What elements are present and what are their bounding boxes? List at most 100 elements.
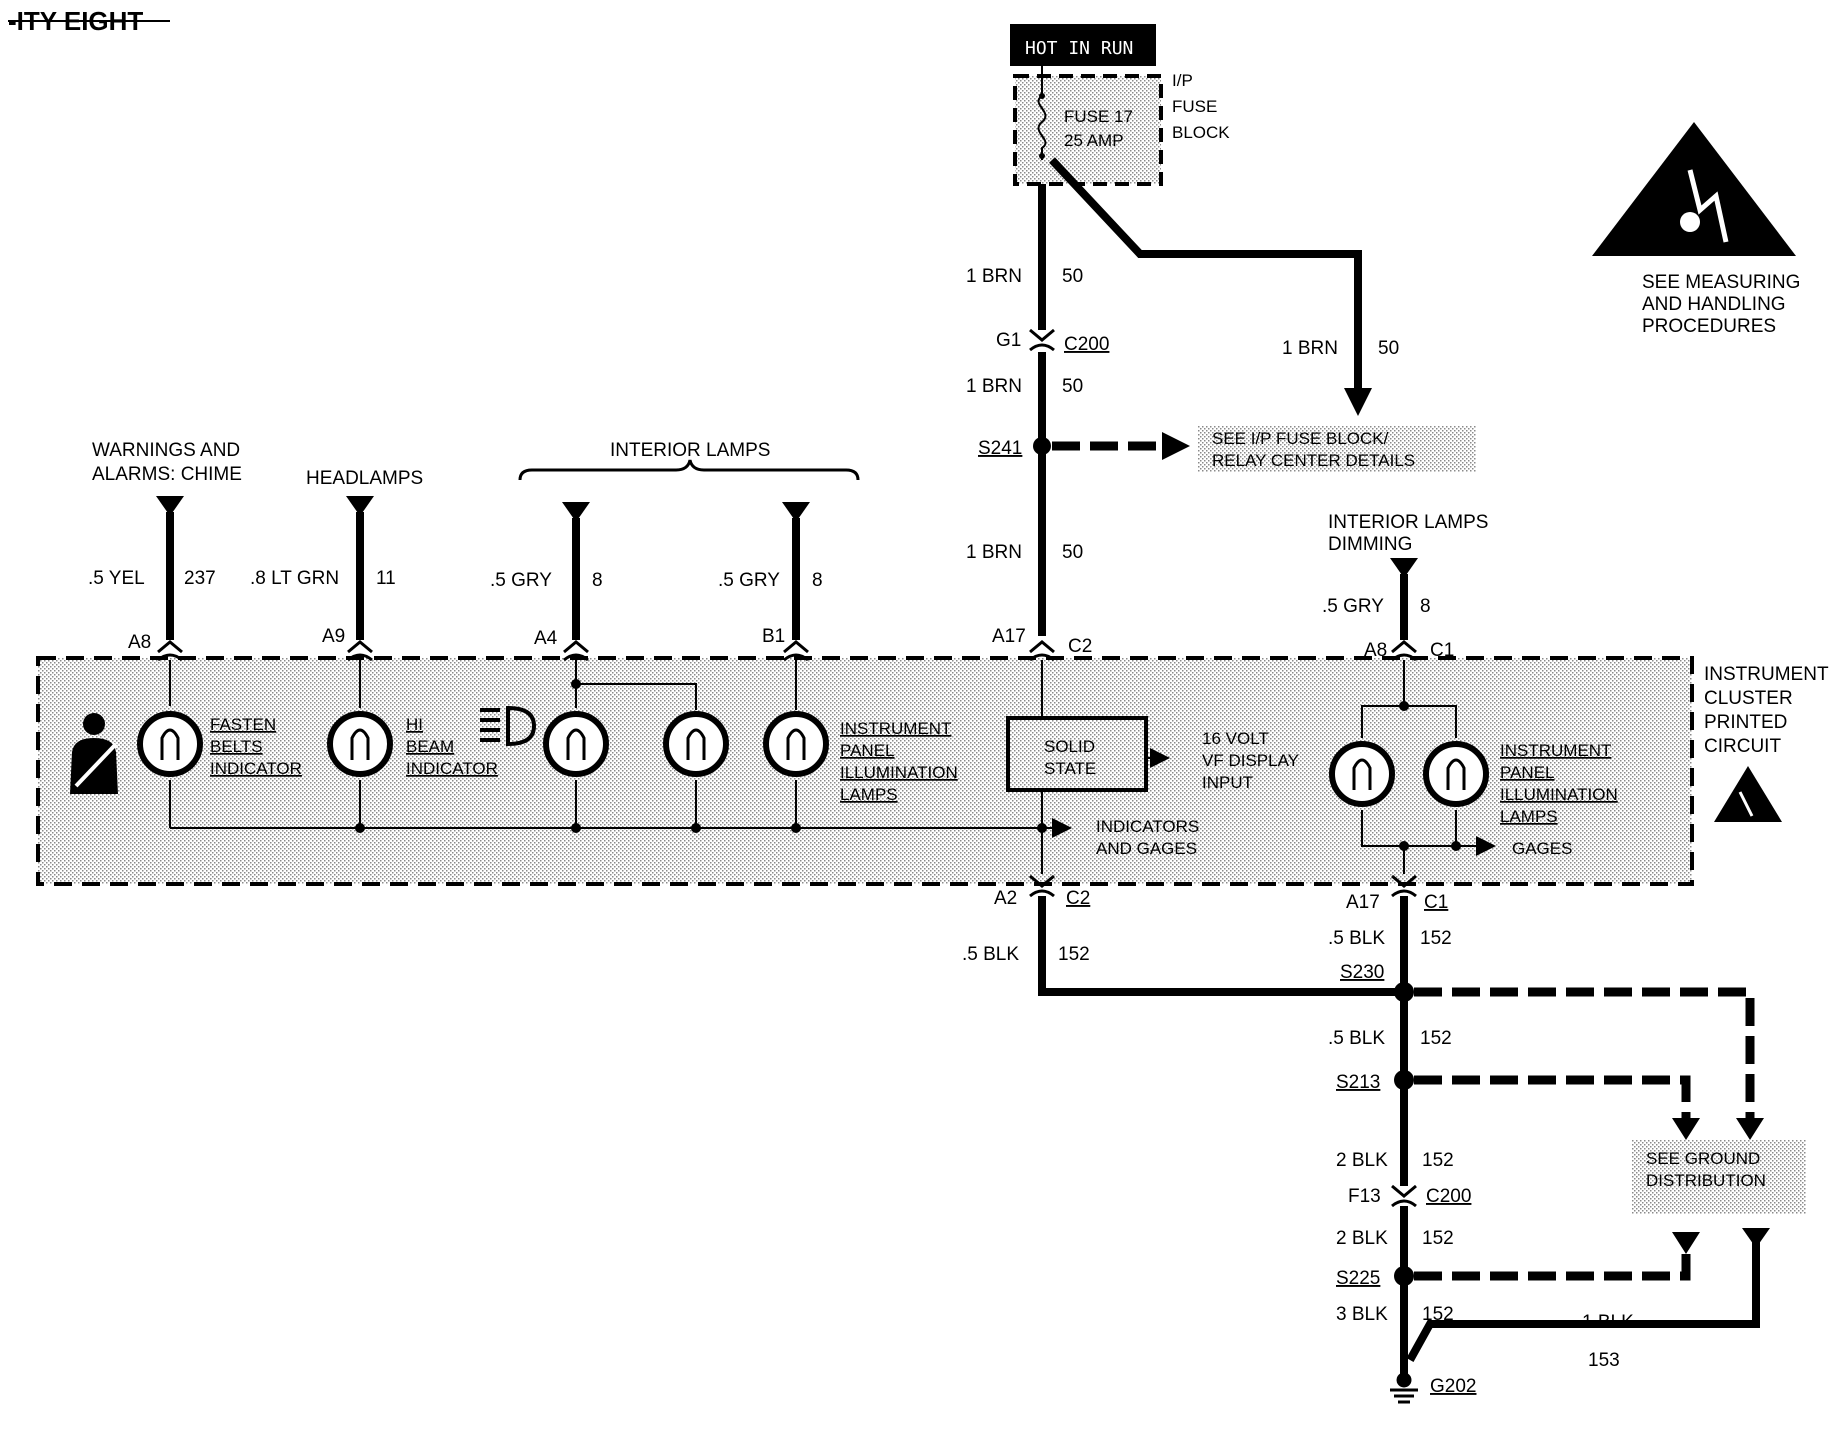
- wire-circuit: 152: [1420, 1028, 1452, 1049]
- component-label: AND GAGES: [1096, 839, 1197, 858]
- wire-label: 3 BLK: [1336, 1304, 1388, 1325]
- ground-ref-arrow: [1742, 1228, 1770, 1248]
- wire-label: 1 BRN: [966, 376, 1022, 397]
- splice-label: S213: [1336, 1072, 1380, 1093]
- component-label: 16 VOLT: [1202, 729, 1269, 748]
- wire-circuit: 50: [1062, 542, 1083, 563]
- bulb-fasten-belts: [137, 711, 203, 777]
- component-label: VF DISPLAY: [1202, 751, 1299, 770]
- pin-label: A8: [1364, 640, 1387, 661]
- connector-label: C1: [1424, 892, 1448, 913]
- component-label: INDICATOR: [406, 759, 498, 778]
- fuse-block-label-1: I/P: [1172, 71, 1193, 90]
- component-label: HI: [406, 715, 423, 734]
- bulb-interior-2: [663, 711, 729, 777]
- input-wire-interior-2: [782, 502, 810, 640]
- wire-circuit: 50: [1062, 376, 1083, 397]
- wire-label: 2 BLK: [1336, 1228, 1388, 1249]
- cluster-title: CIRCUIT: [1704, 736, 1781, 757]
- seatbelt-icon: [70, 713, 118, 794]
- input-label: HEADLAMPS: [306, 468, 423, 489]
- esd-warning-icon: [1592, 122, 1796, 256]
- wire-label: 1 BRN: [966, 542, 1022, 563]
- wire-label: 1 BRN: [1282, 338, 1338, 359]
- ref-text: RELAY CENTER DETAILS: [1212, 451, 1415, 470]
- connector-c200-g1: [1029, 328, 1055, 352]
- hot-in-run-tag: HOT IN RUN: [1010, 24, 1156, 66]
- connector-label: C2: [1068, 636, 1092, 657]
- connector-label: C1: [1430, 640, 1454, 661]
- esd-small-icon: [1714, 766, 1782, 822]
- ground-wires: [1038, 896, 1760, 1376]
- wire-circuit: 152: [1422, 1304, 1454, 1325]
- connector-label: C200: [1426, 1186, 1471, 1207]
- connector-label: C200: [1064, 334, 1109, 355]
- ref-text: DISTRIBUTION: [1646, 1171, 1766, 1190]
- pin-label: A2: [994, 888, 1017, 909]
- brn-feed-wire: [1038, 157, 1372, 636]
- component-label: INDICATORS: [1096, 817, 1199, 836]
- fuse-block: FUSE 17 25 AMP I/P FUSE BLOCK: [1013, 66, 1230, 186]
- splice-s241: [1033, 437, 1051, 455]
- splice-label: S241: [978, 438, 1022, 459]
- splice-label: S225: [1336, 1268, 1380, 1289]
- wire-label: .5 BLK: [1328, 1028, 1385, 1049]
- wire-label: 1 BRN: [966, 266, 1022, 287]
- input-label: INTERIOR LAMPS: [1328, 512, 1488, 533]
- input-wire-headlamps: [346, 496, 374, 640]
- bulb-ip-illum-2: [1329, 741, 1395, 807]
- wire-label: .5 BLK: [962, 944, 1019, 965]
- ground-label: G202: [1430, 1376, 1476, 1397]
- input-wire-dimming: [1390, 558, 1418, 640]
- component-label: BEAM: [406, 737, 454, 756]
- component-label: BELTS: [210, 737, 263, 756]
- fuse-block-label-2: FUSE: [1172, 97, 1217, 116]
- ground-distribution-ref-box: SEE GROUND DISTRIBUTION: [1632, 1140, 1806, 1214]
- component-label: FASTEN: [210, 715, 276, 734]
- connector-c200-f13: [1391, 1184, 1417, 1208]
- bulb-interior-1: [543, 711, 609, 777]
- splice-label: S230: [1340, 962, 1384, 983]
- fuse-icon: [1037, 66, 1047, 160]
- component-label: INSTRUMENT: [840, 719, 951, 738]
- cluster-title: PRINTED: [1704, 712, 1787, 733]
- component-label: INDICATOR: [210, 759, 302, 778]
- wire-circuit: 8: [812, 570, 823, 591]
- esd-text: SEE MEASURING: [1642, 272, 1800, 293]
- pin-label: A17: [992, 626, 1026, 647]
- splice-s225: [1394, 1266, 1414, 1286]
- relay-center-ref-box: SEE I/P FUSE BLOCK/ RELAY CENTER DETAILS: [1198, 426, 1476, 472]
- headlamp-icon: [480, 705, 537, 747]
- splice-s230: [1394, 982, 1414, 1002]
- input-wire-interior-1: [562, 502, 590, 640]
- wire-circuit: 152: [1058, 944, 1090, 965]
- wire-label: .5 YEL: [88, 568, 145, 589]
- pin-label: F13: [1348, 1186, 1381, 1207]
- cluster-title: INSTRUMENT: [1704, 664, 1829, 685]
- pin-label: A4: [534, 628, 558, 649]
- wire-label: .5 GRY: [490, 570, 552, 591]
- connector-label: C2: [1066, 888, 1090, 909]
- fuse-rating: 25 AMP: [1064, 131, 1124, 150]
- wire-circuit: 11: [376, 568, 396, 589]
- wire-circuit: 153: [1588, 1350, 1620, 1371]
- input-label: DIMMING: [1328, 534, 1412, 555]
- wire-label: 2 BLK: [1336, 1150, 1388, 1171]
- input-wire-chime: [156, 496, 184, 640]
- pin-label: A17: [1346, 892, 1380, 913]
- pin-label: G1: [996, 330, 1021, 351]
- ground-icon: [1390, 1372, 1418, 1404]
- component-label: LAMPS: [840, 785, 898, 804]
- wire-circuit: 8: [592, 570, 603, 591]
- esd-text: AND HANDLING: [1642, 294, 1786, 315]
- wire-circuit: 152: [1422, 1228, 1454, 1249]
- fuse-block-label-3: BLOCK: [1172, 123, 1230, 142]
- component-label: STATE: [1044, 759, 1096, 778]
- component-label: PANEL: [840, 741, 895, 760]
- ref-text: SEE I/P FUSE BLOCK/: [1212, 429, 1389, 448]
- cluster-title: CLUSTER: [1704, 688, 1793, 709]
- wire-circuit: 237: [184, 568, 216, 589]
- component-label: SOLID: [1044, 737, 1095, 756]
- wire-label: .5 GRY: [718, 570, 780, 591]
